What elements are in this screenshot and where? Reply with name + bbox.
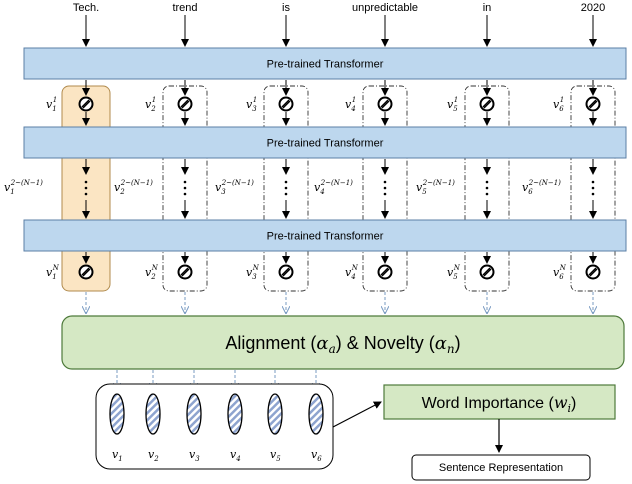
transformer-bar [23,126,627,159]
sentence-representation-box [411,454,591,481]
hidden-state-icon [177,264,193,280]
transformer-label: Pre-trained Transformer [267,59,384,71]
layer-vector-label: v32~(N−1) [215,179,254,196]
word-vector-ellipse [267,393,283,435]
input-words: Tech. trend is unpredictable in 2020 [73,2,605,14]
input-word: in [483,2,492,14]
token-column [263,85,309,292]
word-vector-label: v3 [189,448,200,463]
ellipsis-dot [383,180,387,184]
word-vector-ellipse [109,393,125,435]
input-word: Tech. [73,2,99,14]
layer-vector-label: v1N [46,264,60,281]
ellipsis-dot [84,192,88,196]
ellipsis-dot [284,186,288,190]
layer-vector-label: v61 [553,96,564,113]
ellipsis-dot [84,186,88,190]
ellipsis-dot [485,180,489,184]
layer-labels: v11 v12~(N−1) v1N v21 v22~(N−1) v2N v31 v32~(N−… [4,96,567,281]
layer-vector-label: v31 [246,96,257,113]
hidden-state-icon [278,264,294,280]
token-column [570,85,616,292]
word-vector-label: v5 [270,448,281,463]
ellipsis-dot [591,180,595,184]
layer-vector-label: v42~(N−1) [314,179,353,196]
input-word: unpredictable [352,2,418,14]
sentence-representation-label: Sentence Representation [439,462,563,474]
word-vector-label: v4 [230,448,241,463]
hidden-state-icon [78,96,94,112]
vectors-to-importance-arrow [332,401,382,428]
layer-vector-label: v22~(N−1) [114,179,153,196]
input-word: is [282,2,290,14]
token-column [464,85,510,292]
token-column [362,85,408,292]
layer-vector-label: v4N [345,264,359,281]
layer-vector-label: v12~(N−1) [4,179,43,196]
ellipsis-dot [284,192,288,196]
ellipsis-dot [84,180,88,184]
word-vector-ellipse [308,393,324,435]
word-vector-ellipse [186,393,202,435]
input-word: trend [172,2,197,14]
word-vectors: v1 v2 v3 v4 v5 v6 [109,393,324,463]
layer-vector-label: v11 [46,96,57,113]
word-importance-box [383,384,616,420]
ellipsis-dot [383,186,387,190]
hidden-state-icon [78,264,94,280]
ellipsis-dot [183,192,187,196]
token-column [162,85,208,292]
hidden-state-icon [377,96,393,112]
word-vector-label: v6 [311,448,322,463]
ellipsis-dot [485,186,489,190]
word-vector-label: v2 [148,448,159,463]
hidden-state-icon [377,264,393,280]
down-arrows [86,292,593,313]
ellipsis-dot [591,186,595,190]
word-vector-ellipse [227,393,243,435]
word-vector-label: v1 [112,448,123,463]
word-vector-box [95,383,334,470]
word-vector-ellipse [145,393,161,435]
ellipsis-dot [183,186,187,190]
alignment-novelty-box [61,315,625,370]
layer-vector-label: v5N [447,264,461,281]
transformer-label: Pre-trained Transformer [267,138,384,150]
hidden-state-icon [278,96,294,112]
ellipsis-dot [183,180,187,184]
hidden-state-icon [479,264,495,280]
alignment-novelty-label: Alignment (αa) & Novelty (αn) [225,333,460,356]
hidden-state-icon [177,96,193,112]
input-word: 2020 [581,2,605,14]
layer-vector-label: v3N [246,264,260,281]
ellipsis-dot [485,192,489,196]
ellipsis-dot [591,192,595,196]
hidden-state-icon [585,264,601,280]
hidden-state-icon [585,96,601,112]
transformer-label: Pre-trained Transformer [267,231,384,243]
hidden-state-icon [479,96,495,112]
layer-vector-label: v6N [553,264,567,281]
transformer-bar [23,219,627,252]
layer-vector-label: v2N [145,264,159,281]
column-content [78,80,601,280]
input-arrows [82,15,597,47]
word-importance-label: Word Importance (wi) [422,393,577,415]
layer-vector-label: v21 [145,96,156,113]
layer-vector-label: v51 [447,96,458,113]
transformer-bar [23,47,627,80]
layer-vector-label: v62~(N−1) [522,179,561,196]
ellipsis-dot [284,180,288,184]
layer-vector-label: v52~(N−1) [416,179,455,196]
layer-vector-label: v41 [345,96,356,113]
ellipsis-dot [383,192,387,196]
